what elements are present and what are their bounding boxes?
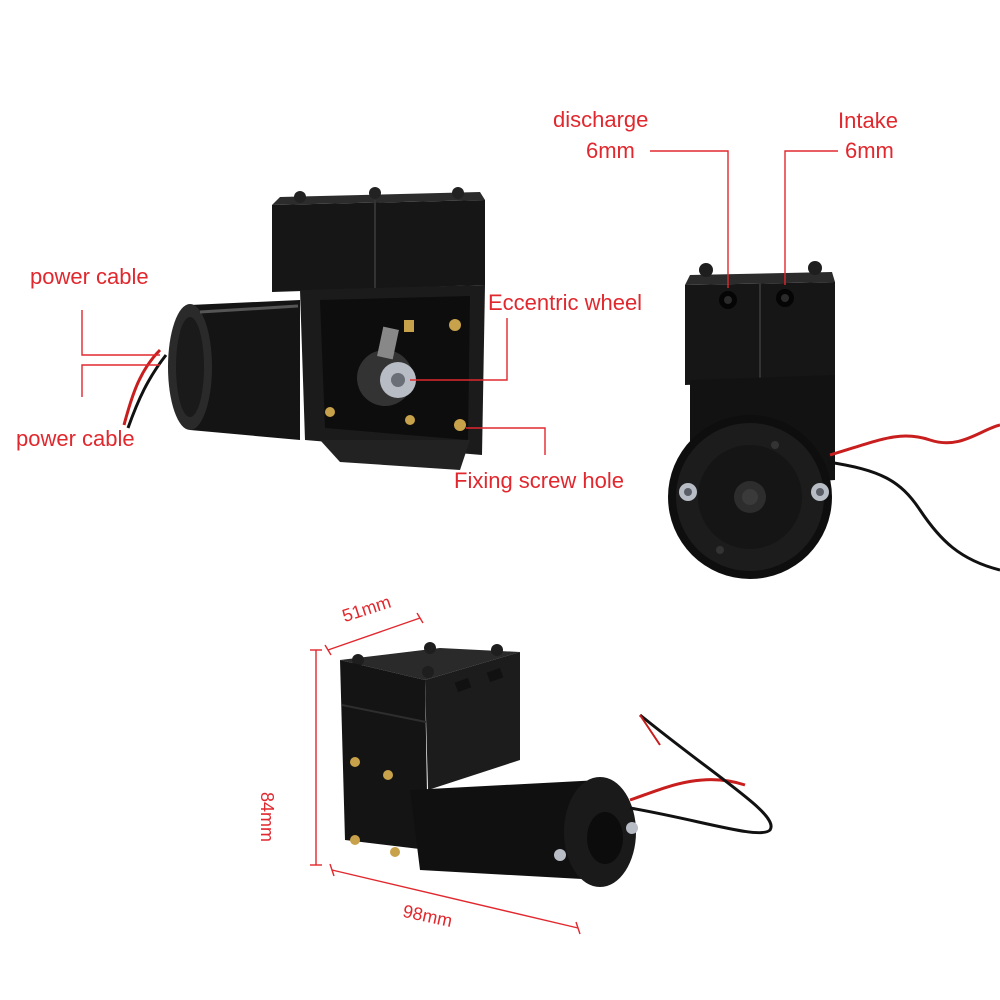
motor-end-cap xyxy=(668,415,832,579)
motor-cylinder-left xyxy=(168,300,300,440)
intake-label: Intake xyxy=(838,108,898,133)
power-cable-label-bottom: power cable xyxy=(16,426,135,451)
discharge-label: discharge xyxy=(553,107,649,132)
annotation-lines xyxy=(81,150,838,935)
pump-full-view xyxy=(340,642,773,887)
eccentric-wheel-label: Eccentric wheel xyxy=(488,290,643,315)
intake-size-label: 6mm xyxy=(845,138,894,163)
fixing-screw-hole-label: Fixing screw hole xyxy=(454,468,624,493)
discharge-size-label: 6mm xyxy=(586,138,635,163)
power-cable-label-top: power cable xyxy=(30,264,149,289)
pump-head-open xyxy=(272,187,485,470)
pump-open-view xyxy=(122,187,485,470)
height-dimension-label: 84mm xyxy=(257,792,277,843)
pump-end-view xyxy=(668,261,1000,579)
